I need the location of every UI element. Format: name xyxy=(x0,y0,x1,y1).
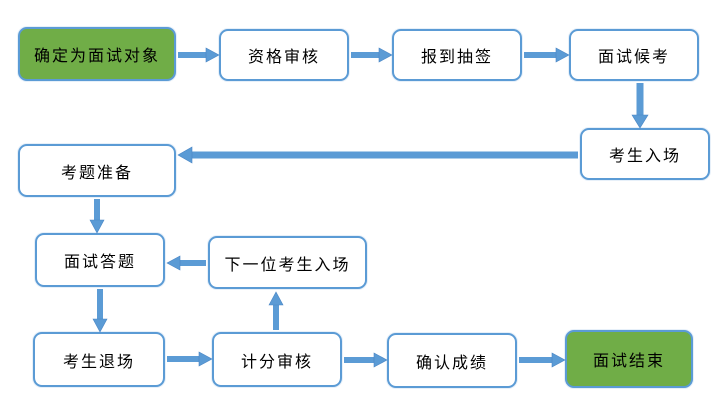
node-interview-waiting: 面试候考 xyxy=(569,29,699,81)
node-start: 确定为面试对象 xyxy=(18,27,176,81)
arrow-candidate-exit-to-score-review xyxy=(167,351,213,367)
node-qualification-review: 资格审核 xyxy=(219,29,349,81)
node-end-label: 面试结束 xyxy=(592,353,665,370)
arrow-start-to-qualification-review xyxy=(178,47,220,63)
arrow-confirm-score-to-end xyxy=(519,352,566,368)
arrow-candidate-enter-to-question-prep xyxy=(177,146,578,164)
node-confirm-score-label: 确认成绩 xyxy=(415,354,488,372)
arrow-head xyxy=(92,318,108,333)
node-checkin-draw: 报到抽签 xyxy=(392,29,522,81)
node-qualification-review-label: 资格审核 xyxy=(247,49,320,66)
node-end: 面试结束 xyxy=(565,330,693,388)
node-score-review-label: 计分审核 xyxy=(240,353,313,371)
node-candidate-exit-label: 考生退场 xyxy=(62,353,135,371)
arrow-checkin-draw-to-interview-waiting xyxy=(524,47,570,63)
node-question-prep-label: 考题准备 xyxy=(60,164,133,182)
arrow-head xyxy=(373,352,388,368)
node-candidate-exit: 考生退场 xyxy=(33,332,165,387)
node-interview-answer-label: 面试答题 xyxy=(63,254,136,271)
node-interview-answer: 面试答题 xyxy=(35,233,165,287)
node-confirm-score: 确认成绩 xyxy=(387,333,517,388)
arrow-head xyxy=(166,255,181,271)
node-candidate-enter-label: 考生入场 xyxy=(608,148,681,165)
node-next-candidate-enter: 下一位考生入场 xyxy=(208,236,367,289)
arrow-head xyxy=(551,352,566,368)
node-score-review: 计分审核 xyxy=(212,332,342,387)
arrow-next-candidate-enter-to-interview-answer xyxy=(166,255,206,271)
arrow-head xyxy=(631,114,649,129)
arrow-head xyxy=(198,351,213,367)
node-next-candidate-enter-label: 下一位考生入场 xyxy=(224,256,351,274)
arrow-head xyxy=(177,146,193,164)
node-start-label: 确定为面试对象 xyxy=(33,48,160,65)
arrow-head xyxy=(555,47,570,63)
node-checkin-draw-label: 报到抽签 xyxy=(420,49,493,66)
arrow-head xyxy=(378,47,393,63)
node-candidate-enter: 考生入场 xyxy=(580,128,710,180)
arrow-score-review-to-confirm-score xyxy=(344,352,388,368)
arrow-head xyxy=(268,291,284,306)
arrow-qualification-review-to-checkin-draw xyxy=(351,47,393,63)
node-interview-waiting-label: 面试候考 xyxy=(597,49,670,66)
arrow-head xyxy=(89,219,105,234)
node-question-prep: 考题准备 xyxy=(18,144,176,197)
arrow-interview-answer-to-candidate-exit xyxy=(92,289,108,333)
arrow-interview-waiting-to-candidate-enter xyxy=(631,83,649,129)
arrow-question-prep-to-interview-answer xyxy=(89,199,105,234)
arrow-head xyxy=(205,47,220,63)
arrow-score-review-to-next-candidate-enter xyxy=(268,291,284,330)
